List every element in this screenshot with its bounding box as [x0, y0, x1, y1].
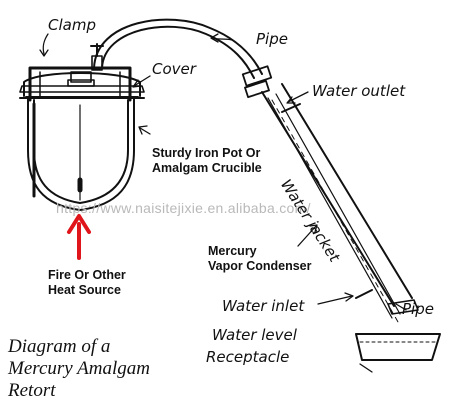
caption-line3: Retort — [8, 380, 56, 401]
iron-pot-label-line2: Amalgam Crucible — [152, 161, 262, 175]
heat-source-label-line1: Fire Or Other — [48, 268, 126, 282]
diagram-caption: Diagram of a Mercury Amalgam Retort — [8, 336, 150, 402]
iron-pot-label: Sturdy Iron Pot Or Amalgam Crucible — [152, 146, 262, 176]
caption-line2: Mercury Amalgam — [8, 358, 150, 379]
water-level-label: Water level — [212, 326, 297, 344]
caption-line1: Diagram of a — [8, 336, 111, 357]
iron-pot-label-line1: Sturdy Iron Pot Or — [152, 146, 261, 160]
heat-source-label: Fire Or Other Heat Source — [48, 268, 126, 298]
pipe-bottom-label: Pipe — [402, 300, 434, 318]
leader-lines — [39, 33, 407, 373]
pipe-top-label: Pipe — [256, 30, 288, 48]
clamp — [28, 43, 132, 102]
cover-label: Cover — [152, 60, 196, 78]
condenser-label: Mercury Vapor Condenser — [208, 244, 312, 274]
heat-arrow — [67, 214, 91, 260]
water-outlet-label: Water outlet — [312, 82, 406, 100]
receptacle-drawing — [355, 333, 441, 361]
condenser-label-line1: Mercury — [208, 244, 257, 258]
clamp-label: Clamp — [48, 16, 96, 34]
condenser-label-line2: Vapor Condenser — [208, 259, 312, 273]
receptacle-label: Receptacle — [206, 348, 290, 366]
pipe-top — [93, 18, 263, 79]
water-inlet-label: Water inlet — [222, 297, 305, 315]
watermark: https://www.naisitejixie.en.alibaba.com/ — [56, 200, 311, 216]
pot-cover — [19, 71, 145, 99]
condenser — [241, 65, 419, 323]
iron-pot — [25, 96, 139, 211]
heat-source-label-line2: Heat Source — [48, 283, 121, 297]
